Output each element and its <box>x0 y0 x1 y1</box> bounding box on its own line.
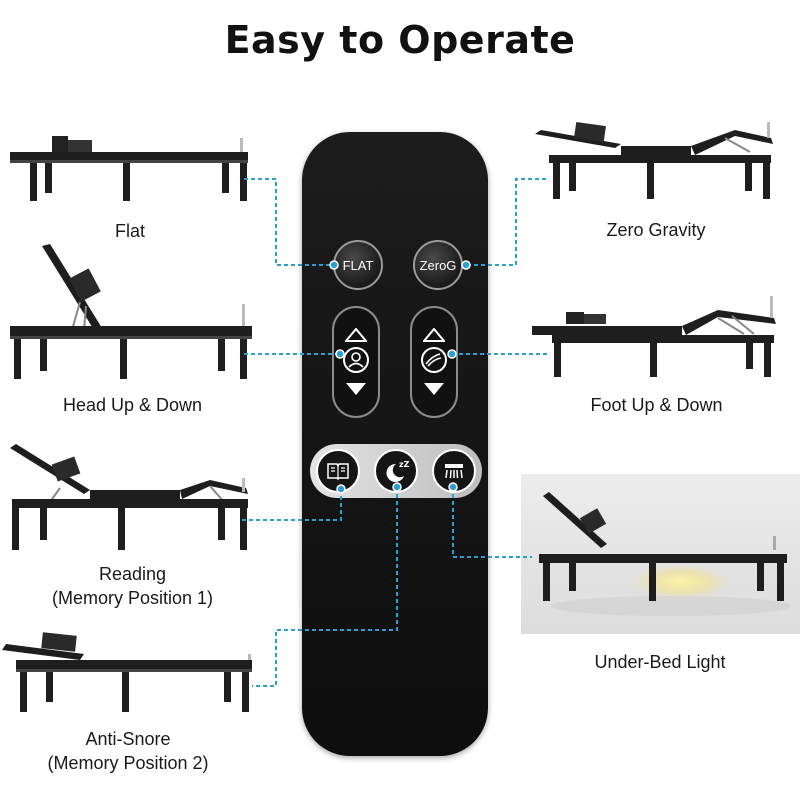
anti-snore-memory-button[interactable]: zZ <box>374 449 418 493</box>
label-zero-gravity: Zero Gravity <box>606 220 706 240</box>
under-bed-light-button[interactable] <box>432 449 476 493</box>
label-anti-snore-line1: Anti-Snore <box>85 729 171 749</box>
bed-foot-up-illustration <box>532 296 776 377</box>
bed-reading-illustration <box>10 444 248 550</box>
label-foot: Foot Up & Down <box>590 395 723 415</box>
connector-dot-snore <box>392 482 402 492</box>
book-icon <box>327 463 349 480</box>
head-up-button[interactable] <box>334 308 378 362</box>
bed-zero-gravity-illustration <box>535 121 773 199</box>
arrow-down-icon <box>346 383 366 395</box>
svg-text:zZ: zZ <box>399 460 410 469</box>
bed-flat-illustration <box>10 136 248 201</box>
page-title: Easy to Operate <box>224 18 576 62</box>
label-under-bed-light: Under-Bed Light <box>594 652 726 672</box>
label-flat: Flat <box>114 221 145 241</box>
bed-head-up-illustration <box>10 244 252 379</box>
bed-anti-snore-illustration <box>2 632 252 712</box>
connector-dot-reading <box>336 484 346 494</box>
flat-button-label: FLAT <box>342 257 374 273</box>
label-head: Head Up & Down <box>62 395 203 415</box>
zero-gravity-button[interactable]: ZeroG <box>413 240 463 290</box>
connector-dot-light <box>448 482 458 492</box>
connector-dot-flat <box>329 260 339 270</box>
arrow-down-icon <box>424 383 444 395</box>
label-reading-line1: Reading <box>98 564 167 584</box>
flat-button[interactable]: FLAT <box>333 240 383 290</box>
connector-dot-head <box>335 349 345 359</box>
head-icon <box>343 347 369 373</box>
light-icon <box>445 464 463 479</box>
connector-dot-zerog <box>461 260 471 270</box>
foot-down-button[interactable] <box>412 362 456 416</box>
moon-sleep-icon: zZ <box>386 460 410 482</box>
label-anti-snore: Anti-Snore (Memory Position 2) <box>8 727 248 775</box>
head-down-button[interactable] <box>334 362 378 416</box>
connector-dot-foot <box>447 349 457 359</box>
label-reading: Reading (Memory Position 1) <box>20 562 245 610</box>
head-rocker <box>332 306 380 418</box>
zero-gravity-button-label: ZeroG <box>419 257 457 273</box>
under-bed-light-photo <box>521 474 800 634</box>
foot-up-button[interactable] <box>412 308 456 362</box>
arrow-up-icon <box>345 328 367 342</box>
label-reading-line2: (Memory Position 1) <box>51 588 214 608</box>
arrow-up-icon <box>423 328 445 342</box>
label-anti-snore-line2: (Memory Position 2) <box>47 753 209 773</box>
foot-rocker <box>410 306 458 418</box>
leg-icon <box>421 347 447 373</box>
